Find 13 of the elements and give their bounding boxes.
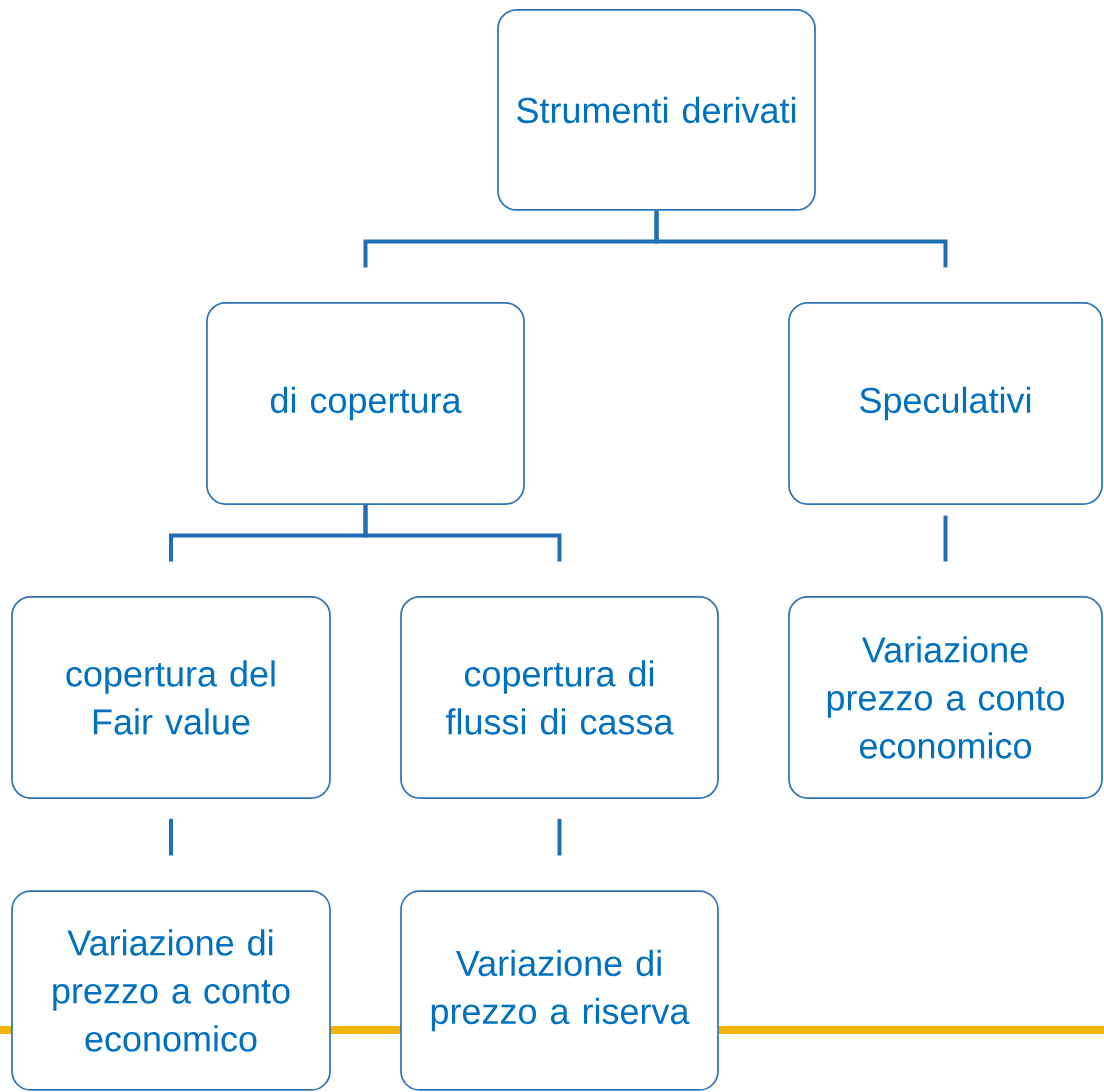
connector bbox=[654, 210, 948, 268]
connector bbox=[363, 504, 562, 562]
text-box: Variazione prezzo a conto economico bbox=[788, 596, 1103, 799]
text-box: Speculativi bbox=[788, 302, 1103, 505]
text-box: di copertura bbox=[206, 302, 525, 505]
text-box: Strumenti derivati bbox=[497, 9, 816, 211]
connector bbox=[943, 515, 948, 562]
text-box: Variazione di prezzo a conto economico bbox=[11, 890, 331, 1091]
connector bbox=[557, 818, 562, 856]
connector bbox=[169, 818, 173, 856]
text-box: copertura di flussi di cassa bbox=[400, 596, 719, 799]
text-box: copertura del Fair value bbox=[11, 596, 331, 799]
text-box: Variazione di prezzo a riserva bbox=[400, 890, 719, 1091]
